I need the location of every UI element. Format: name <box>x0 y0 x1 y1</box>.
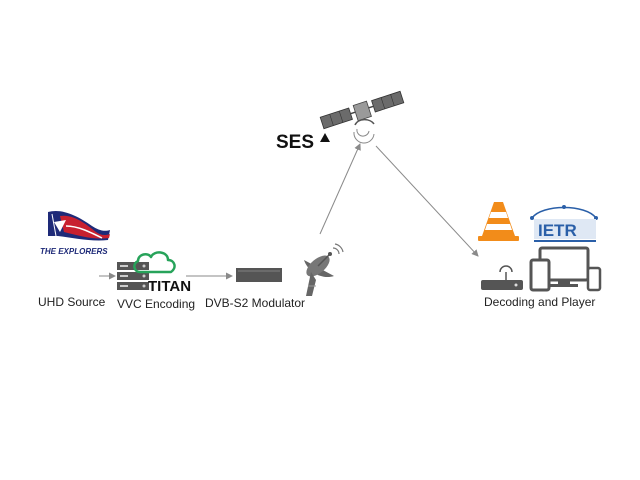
arrow-dish-to-satellite <box>319 143 361 235</box>
explorers-flag-icon <box>48 210 110 241</box>
ses-logo: SES <box>276 132 330 153</box>
satellite-icon <box>319 90 405 144</box>
label-vvc-encoding: VVC Encoding <box>117 297 195 311</box>
ses-triangle-icon <box>320 133 330 142</box>
ietr-logo: IETR <box>530 205 598 242</box>
ses-logo-text: SES <box>276 132 314 153</box>
label-dvbs2-modulator: DVB-S2 Modulator <box>205 296 305 310</box>
server-stack-icon <box>117 262 149 290</box>
satellite-dish-icon <box>304 243 344 296</box>
vlc-cone-icon <box>478 202 519 241</box>
set-top-box-icon <box>481 265 523 290</box>
cloud-icon <box>133 251 176 274</box>
explorers-logo: THE EXPLORERS <box>40 210 110 256</box>
explorers-logo-text: THE EXPLORERS <box>40 247 108 256</box>
modulator-box-icon <box>236 268 282 282</box>
titan-logo-text: TITAN <box>148 278 191 295</box>
label-uhd-source: UHD Source <box>38 295 106 309</box>
devices-icon <box>529 246 602 292</box>
arrow-satellite-to-receiver <box>375 145 479 257</box>
ietr-logo-text: IETR <box>538 221 577 240</box>
label-decoding-player: Decoding and Player <box>484 295 595 309</box>
